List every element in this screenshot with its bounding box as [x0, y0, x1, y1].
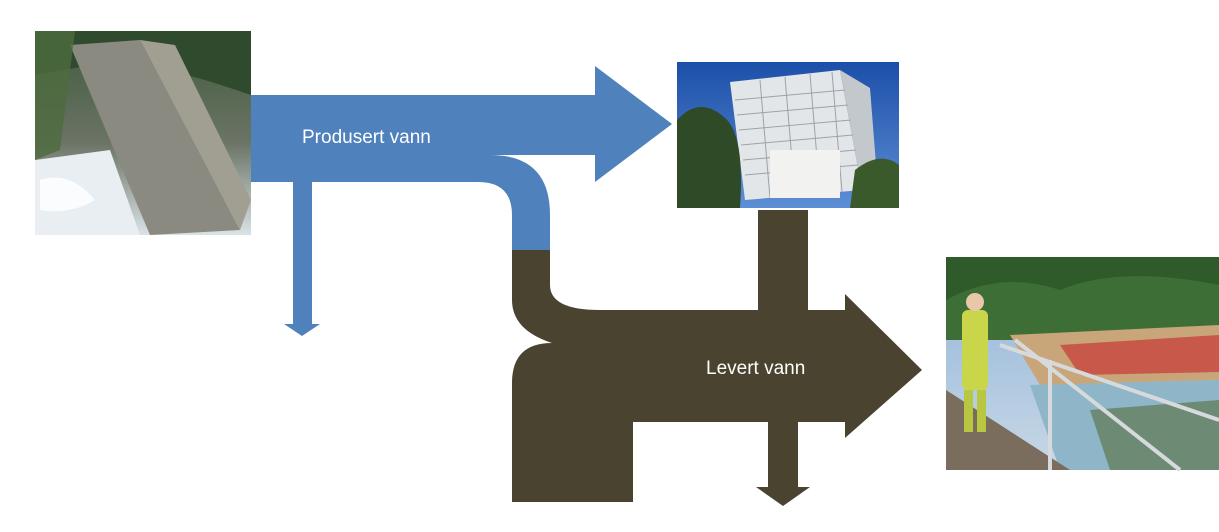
delivered-water-loss-arrow [756, 418, 810, 506]
produced-water-arrow [250, 66, 672, 250]
produced-water-loss-arrow [284, 180, 320, 336]
delivered-water-arrow [512, 210, 922, 502]
produced-water-label: Produsert vann [302, 127, 431, 148]
building-photo [677, 62, 899, 208]
delivered-water-label: Levert vann [706, 358, 806, 379]
treatment-plant-photo [946, 257, 1219, 472]
dam-photo [35, 31, 251, 235]
